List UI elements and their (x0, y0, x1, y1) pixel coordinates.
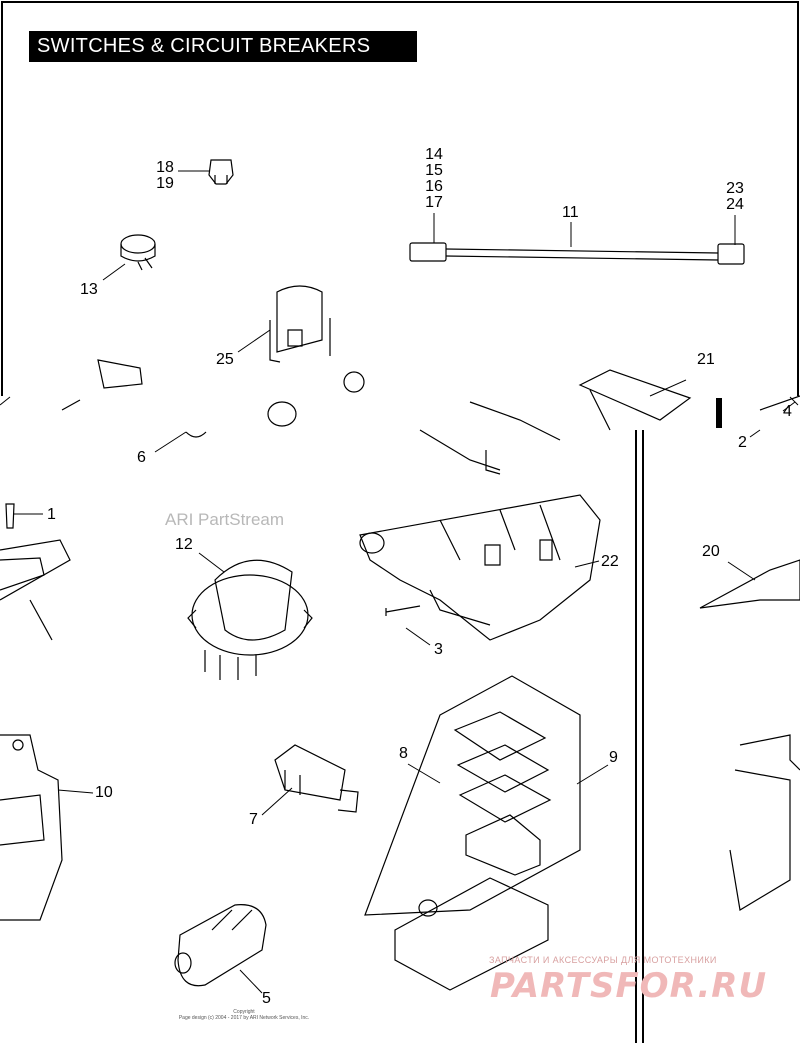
copyright-line: Page design (c) 2004 - 2017 by ARI Netwo… (178, 1015, 310, 1021)
watermark-text: ARI PartStream (165, 510, 285, 529)
module-part (0, 734, 63, 921)
callout-10: 10 (95, 784, 113, 801)
relay-part (274, 744, 359, 813)
bracket-part (419, 369, 692, 475)
callout-11: 11 (562, 204, 579, 221)
switch-housing-part (359, 494, 601, 641)
callout-13: 13 (80, 281, 98, 298)
callout-23-label: 23 (726, 180, 744, 197)
callout-3: 3 (434, 641, 443, 658)
callout-8: 8 (399, 745, 408, 762)
screw-part (61, 399, 81, 411)
brand-tagline: ЗАПЧАСТИ И АКСЕССУАРЫ ДЛЯ МОТОТЕХНИКИ (489, 955, 717, 965)
right-panel-parts (699, 395, 800, 911)
left-plate-part (0, 503, 71, 641)
callout-4: 4 (783, 403, 792, 420)
frame-cut-right (789, 396, 799, 406)
callout-23-24: 23 24 (722, 181, 748, 213)
ignition-switch-part (187, 559, 313, 680)
grommet-part (267, 401, 297, 427)
connector-part (269, 285, 331, 363)
copyright-notice: Copyright Page design (c) 2004 - 2017 by… (174, 1009, 314, 1021)
callout-24-label: 24 (726, 196, 744, 213)
callout-9: 9 (609, 749, 618, 766)
copyright-label: Copyright (233, 1009, 255, 1015)
callout-15-label: 15 (425, 162, 443, 179)
screw-3-part (385, 605, 421, 616)
callout-19-label: 19 (156, 175, 174, 192)
harness-part (409, 242, 745, 265)
callout-18-19: 18 19 (152, 160, 178, 192)
frame-cut-left (0, 396, 11, 406)
callout-6: 6 (137, 449, 146, 466)
callout-2: 2 (738, 434, 747, 451)
fuse-part (208, 159, 234, 185)
page-title: SWITCHES & CIRCUIT BREAKERS (29, 31, 417, 62)
callout-18-label: 18 (156, 159, 174, 176)
callout-20: 20 (702, 543, 720, 560)
callout-7: 7 (249, 811, 258, 828)
callout-12: 12 (175, 536, 193, 553)
battery-kit-part (364, 675, 581, 991)
callout-14-label: 14 (425, 146, 443, 163)
switch-small-part (97, 359, 143, 389)
leader-lines (13, 170, 796, 994)
ring-part (185, 431, 207, 438)
page-frame (1, 1, 799, 396)
cylinder-part (174, 904, 267, 987)
callout-22: 22 (601, 553, 619, 570)
callout-5: 5 (262, 990, 271, 1007)
callout-16-label: 16 (425, 178, 443, 195)
callout-14-17: 14 15 16 17 (421, 147, 447, 211)
clip-part (343, 371, 365, 393)
pressure-switch-part (120, 234, 156, 271)
brand-logo-text: PARTSFOR.RU (490, 966, 768, 1006)
callout-21: 21 (697, 351, 715, 368)
callout-1: 1 (47, 506, 56, 523)
callout-25: 25 (216, 351, 234, 368)
cut-marker (716, 398, 722, 428)
callout-17-label: 17 (425, 194, 443, 211)
